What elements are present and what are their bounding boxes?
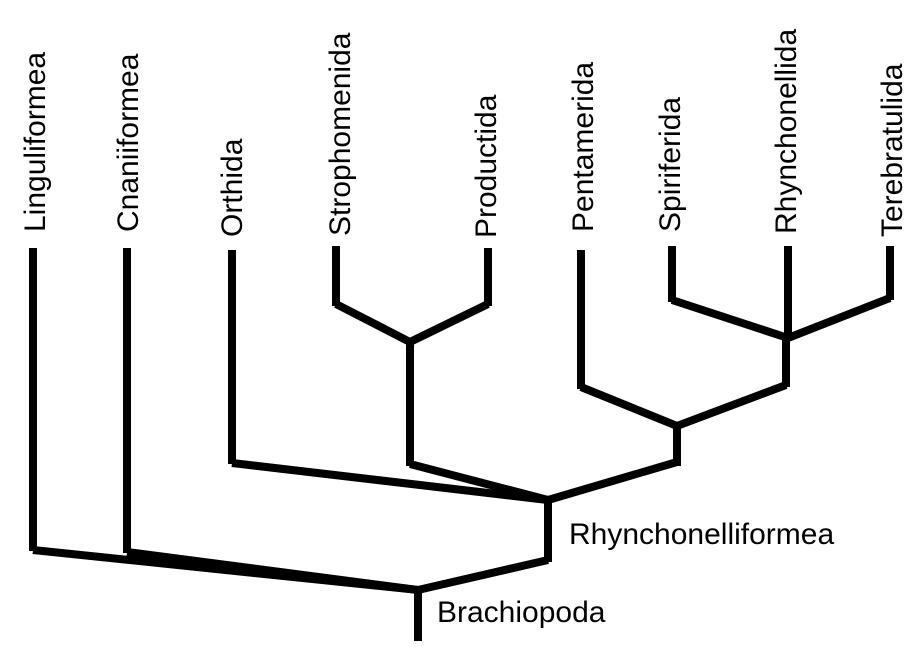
clade-label-brachiopoda: Brachiopoda — [437, 596, 606, 629]
node-pentamerida-group — [579, 381, 788, 431]
node-rhynchonelliformea — [231, 458, 679, 505]
taxon-label-linguliformea: Linguliformea — [19, 52, 52, 232]
branch-strophomenida-productida-to-node — [408, 460, 550, 504]
node-spiriferida-rhynchonellida-terebratulida — [670, 294, 892, 343]
taxon-label-cnaniiformea: Cnaniiformea — [112, 53, 145, 232]
taxon-label-terebratulida: Terebratulida — [876, 63, 909, 237]
taxon-label-pentamerida: Pentamerida — [567, 62, 600, 232]
taxon-label-strophomenida: Strophomenida — [324, 32, 357, 236]
taxon-label-orthida: Orthida — [216, 138, 249, 237]
taxon-label-productida: Productida — [470, 94, 503, 238]
node-strophomenida-productida — [334, 300, 490, 347]
taxon-label-spiriferida: Spiriferida — [654, 97, 687, 232]
clade-label-rhynchonelliformea: Rhynchonelliformea — [569, 518, 834, 551]
taxon-label-rhynchonellida: Rhynchonellida — [770, 29, 803, 234]
branch-cnaniiformea-to-node — [126, 548, 419, 594]
